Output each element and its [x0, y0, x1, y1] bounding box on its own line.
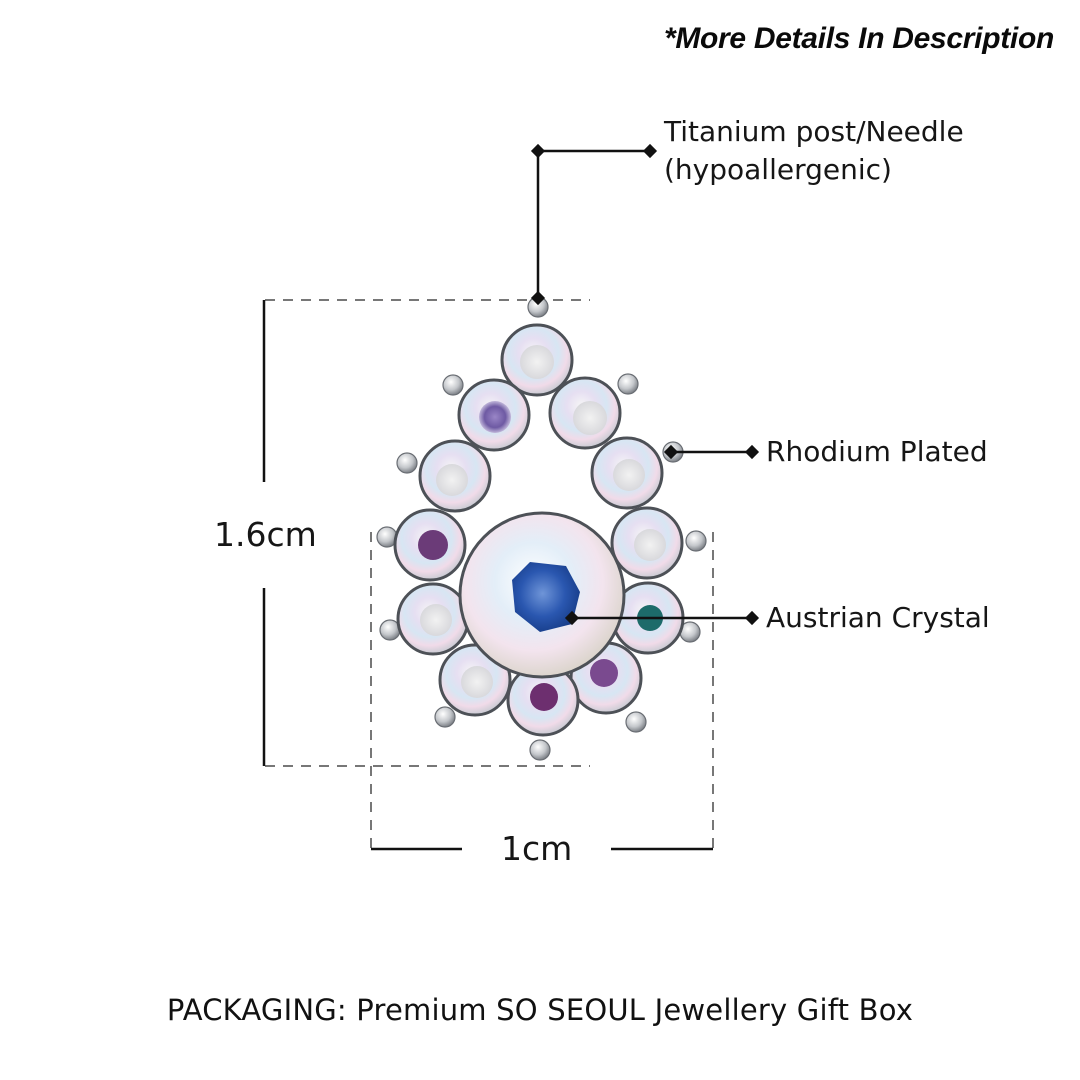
- leader-diamond-markers: [530, 143, 760, 626]
- post-label-line1: Titanium post/Needle: [664, 115, 964, 148]
- post-label-line2: (hypoallergenic): [664, 153, 892, 186]
- details-note: *More Details In Description: [663, 22, 1054, 55]
- width-dimension-label: 1cm: [501, 829, 573, 868]
- center-crystal-table: [512, 562, 580, 632]
- crystal-centers: [418, 345, 666, 711]
- packaging-text: PACKAGING: Premium SO SEOUL Jewellery Gi…: [166, 993, 914, 1027]
- prong-balls: [376, 296, 707, 761]
- crystal-label: Austrian Crystal: [766, 601, 990, 634]
- plating-label: Rhodium Plated: [766, 435, 988, 468]
- height-dimension-label: 1.6cm: [214, 515, 317, 554]
- post-label: Titanium post/Needle (hypoallergenic): [664, 113, 964, 189]
